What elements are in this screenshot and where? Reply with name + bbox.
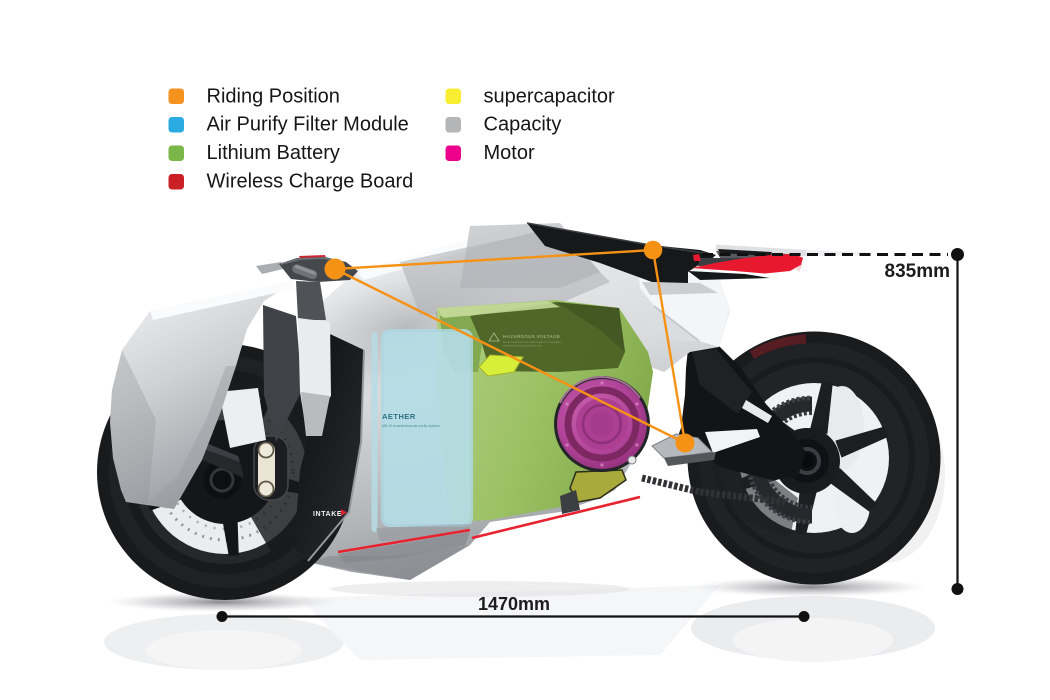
svg-text:Wireless Charge Board: Wireless Charge Board [207,171,414,193]
svg-text:835mm: 835mm [885,261,951,282]
svg-text:Lithium Battery: Lithium Battery [207,142,340,164]
svg-text:Do not touch terminals while s: Do not touch terminals while system is i… [503,340,562,344]
svg-text:HAZARDOUS VOLTAGE: HAZARDOUS VOLTAGE [503,334,560,339]
svg-text:Riding Position: Riding Position [207,86,340,108]
svg-text:Air Purify Filter Module: Air Purify Filter Module [207,114,409,136]
svg-text:1470mm: 1470mm [478,594,550,614]
svg-text:Motor: Motor [484,142,535,164]
svg-text:MK-III of aeternous air purify: MK-III of aeternous air purify system [382,424,440,428]
svg-text:AETHER: AETHER [382,412,416,421]
svg-text:Capacity: Capacity [484,114,562,136]
svg-text:INTAKE: INTAKE [313,511,342,518]
svg-text:authorized service personnel o: authorized service personnel only [503,344,542,348]
svg-text:supercapacitor: supercapacitor [484,86,616,108]
